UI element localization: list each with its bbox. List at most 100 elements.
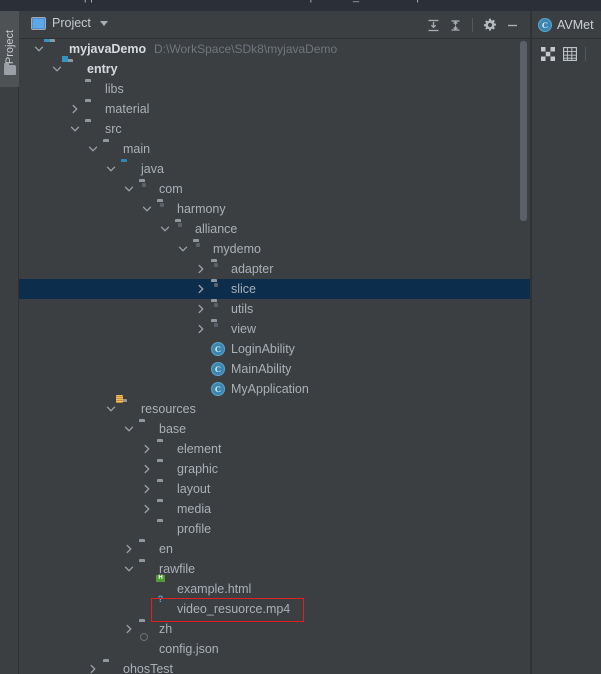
project-view-selector[interactable]: Project [31, 16, 108, 30]
package-folder-icon [211, 321, 227, 337]
folder-icon [85, 81, 101, 97]
html-file-icon: H [156, 575, 173, 597]
fragment-grid-icon[interactable] [541, 47, 555, 61]
tree-row-path: D:\WorkSpace\SDk8\myjavaDemo [154, 42, 338, 56]
java-class-icon: C [211, 361, 227, 377]
tree-row-label: config.json [159, 642, 219, 656]
table-grid-icon[interactable] [563, 47, 577, 61]
chevron-down-icon[interactable] [141, 203, 153, 215]
tree-row[interactable]: element [19, 439, 530, 459]
chevron-down-icon[interactable] [123, 183, 135, 195]
chevron-right-icon[interactable] [195, 303, 207, 315]
chevron-right-icon[interactable] [195, 323, 207, 335]
tree-row-label: utils [231, 302, 254, 316]
tree-row[interactable]: harmony [19, 199, 530, 219]
tree-row-label: slice [231, 282, 257, 296]
tree-row-label: LoginAbility [231, 342, 295, 356]
tree-row[interactable]: ?video_resuorce.mp4 [19, 595, 530, 619]
tab-avmet[interactable]: C AVMet [532, 11, 601, 39]
chevron-down-icon[interactable] [105, 163, 117, 175]
tree-row[interactable]: zh [19, 619, 530, 639]
chevron-down-icon[interactable] [105, 403, 117, 415]
tree-row[interactable]: graphic [19, 459, 530, 479]
chevron-right-icon[interactable] [195, 283, 207, 295]
chevron-down-icon[interactable] [99, 20, 108, 26]
toolbar-divider [585, 47, 586, 61]
tree-row[interactable]: main [19, 139, 530, 159]
chevron-right-icon[interactable] [141, 443, 153, 455]
chevron-right-icon[interactable] [123, 623, 135, 635]
tree-row[interactable]: view [19, 319, 530, 339]
tree-row[interactable]: media [19, 499, 530, 519]
chevron-down-icon[interactable] [87, 143, 99, 155]
tree-row[interactable]: utils [19, 299, 530, 319]
chevron-right-icon[interactable] [141, 503, 153, 515]
tree-row[interactable]: mydemo [19, 239, 530, 259]
expand-all-button[interactable] [423, 16, 443, 34]
tree-row[interactable]: adapter [19, 259, 530, 279]
folder-icon [4, 63, 16, 75]
chevron-right-icon[interactable] [195, 263, 207, 275]
tree-row[interactable]: ohosTest [19, 659, 530, 674]
chevron-down-icon[interactable] [69, 123, 81, 135]
sidebar-item-project[interactable]: Project [0, 11, 19, 87]
package-folder-icon [211, 301, 227, 317]
tree-row-label: MyApplication [231, 382, 309, 396]
chevron-down-icon[interactable] [123, 563, 135, 575]
chevron-right-icon[interactable] [141, 463, 153, 475]
tree-row[interactable]: java [19, 159, 530, 179]
chevron-down-icon[interactable] [51, 63, 63, 75]
tree-row[interactable]: en [19, 539, 530, 559]
tree-row-label: zh [159, 622, 173, 636]
tree-row[interactable]: com [19, 179, 530, 199]
settings-button[interactable] [480, 16, 500, 34]
tree-row[interactable]: config.json [19, 633, 530, 659]
tree-row[interactable]: resources [19, 399, 530, 419]
tree-row[interactable]: material [19, 99, 530, 119]
tree-row[interactable]: entry [19, 59, 530, 79]
tree-row[interactable]: libs [19, 79, 530, 99]
chevron-down-icon[interactable] [33, 43, 45, 55]
tree-row-label: material [105, 102, 150, 116]
left-tool-window-strip: Project cture [0, 11, 19, 674]
source-root-folder-icon [121, 161, 137, 177]
breadcrumb-bar[interactable]: ... / Users / AppData / Local / Huawei /… [0, 0, 601, 11]
tree-row[interactable]: layout [19, 479, 530, 499]
tree-row-label: media [177, 502, 212, 516]
tree-row[interactable]: slice [19, 279, 530, 299]
chevron-right-icon[interactable] [123, 543, 135, 555]
folder-icon [85, 101, 101, 117]
project-tree-background [19, 39, 530, 674]
minimize-button[interactable] [502, 16, 522, 34]
tree-row-label: profile [177, 522, 212, 536]
tree-row[interactable]: src [19, 119, 530, 139]
tree-row[interactable]: C MyApplication [19, 379, 530, 399]
collapse-all-button[interactable] [445, 16, 465, 34]
java-class-icon: C [211, 381, 227, 397]
tree-row-label: rawfile [159, 562, 196, 576]
sidebar-item-structure[interactable]: cture [0, 604, 19, 674]
tree-row-label: src [105, 122, 122, 136]
module-folder-icon [67, 61, 83, 77]
tree-row[interactable]: base [19, 419, 530, 439]
chevron-down-icon[interactable] [123, 423, 135, 435]
chevron-down-icon[interactable] [177, 243, 189, 255]
breadcrumb-text: ... / Users / AppData / Local / Huawei /… [18, 0, 429, 3]
sidebar-item-project-label: Project [3, 29, 16, 65]
java-class-icon: C [538, 18, 552, 32]
tree-row[interactable]: rawfile [19, 559, 530, 579]
tree-row[interactable]: profile [19, 519, 530, 539]
tree-vertical-scrollbar[interactable] [520, 41, 527, 221]
chevron-down-icon[interactable] [159, 223, 171, 235]
chevron-right-icon[interactable] [69, 103, 81, 115]
chevron-right-icon[interactable] [87, 663, 99, 674]
tree-row-label: adapter [231, 262, 274, 276]
panel-header-actions [423, 16, 522, 34]
chevron-right-icon[interactable] [141, 483, 153, 495]
tree-row[interactable]: alliance [19, 219, 530, 239]
